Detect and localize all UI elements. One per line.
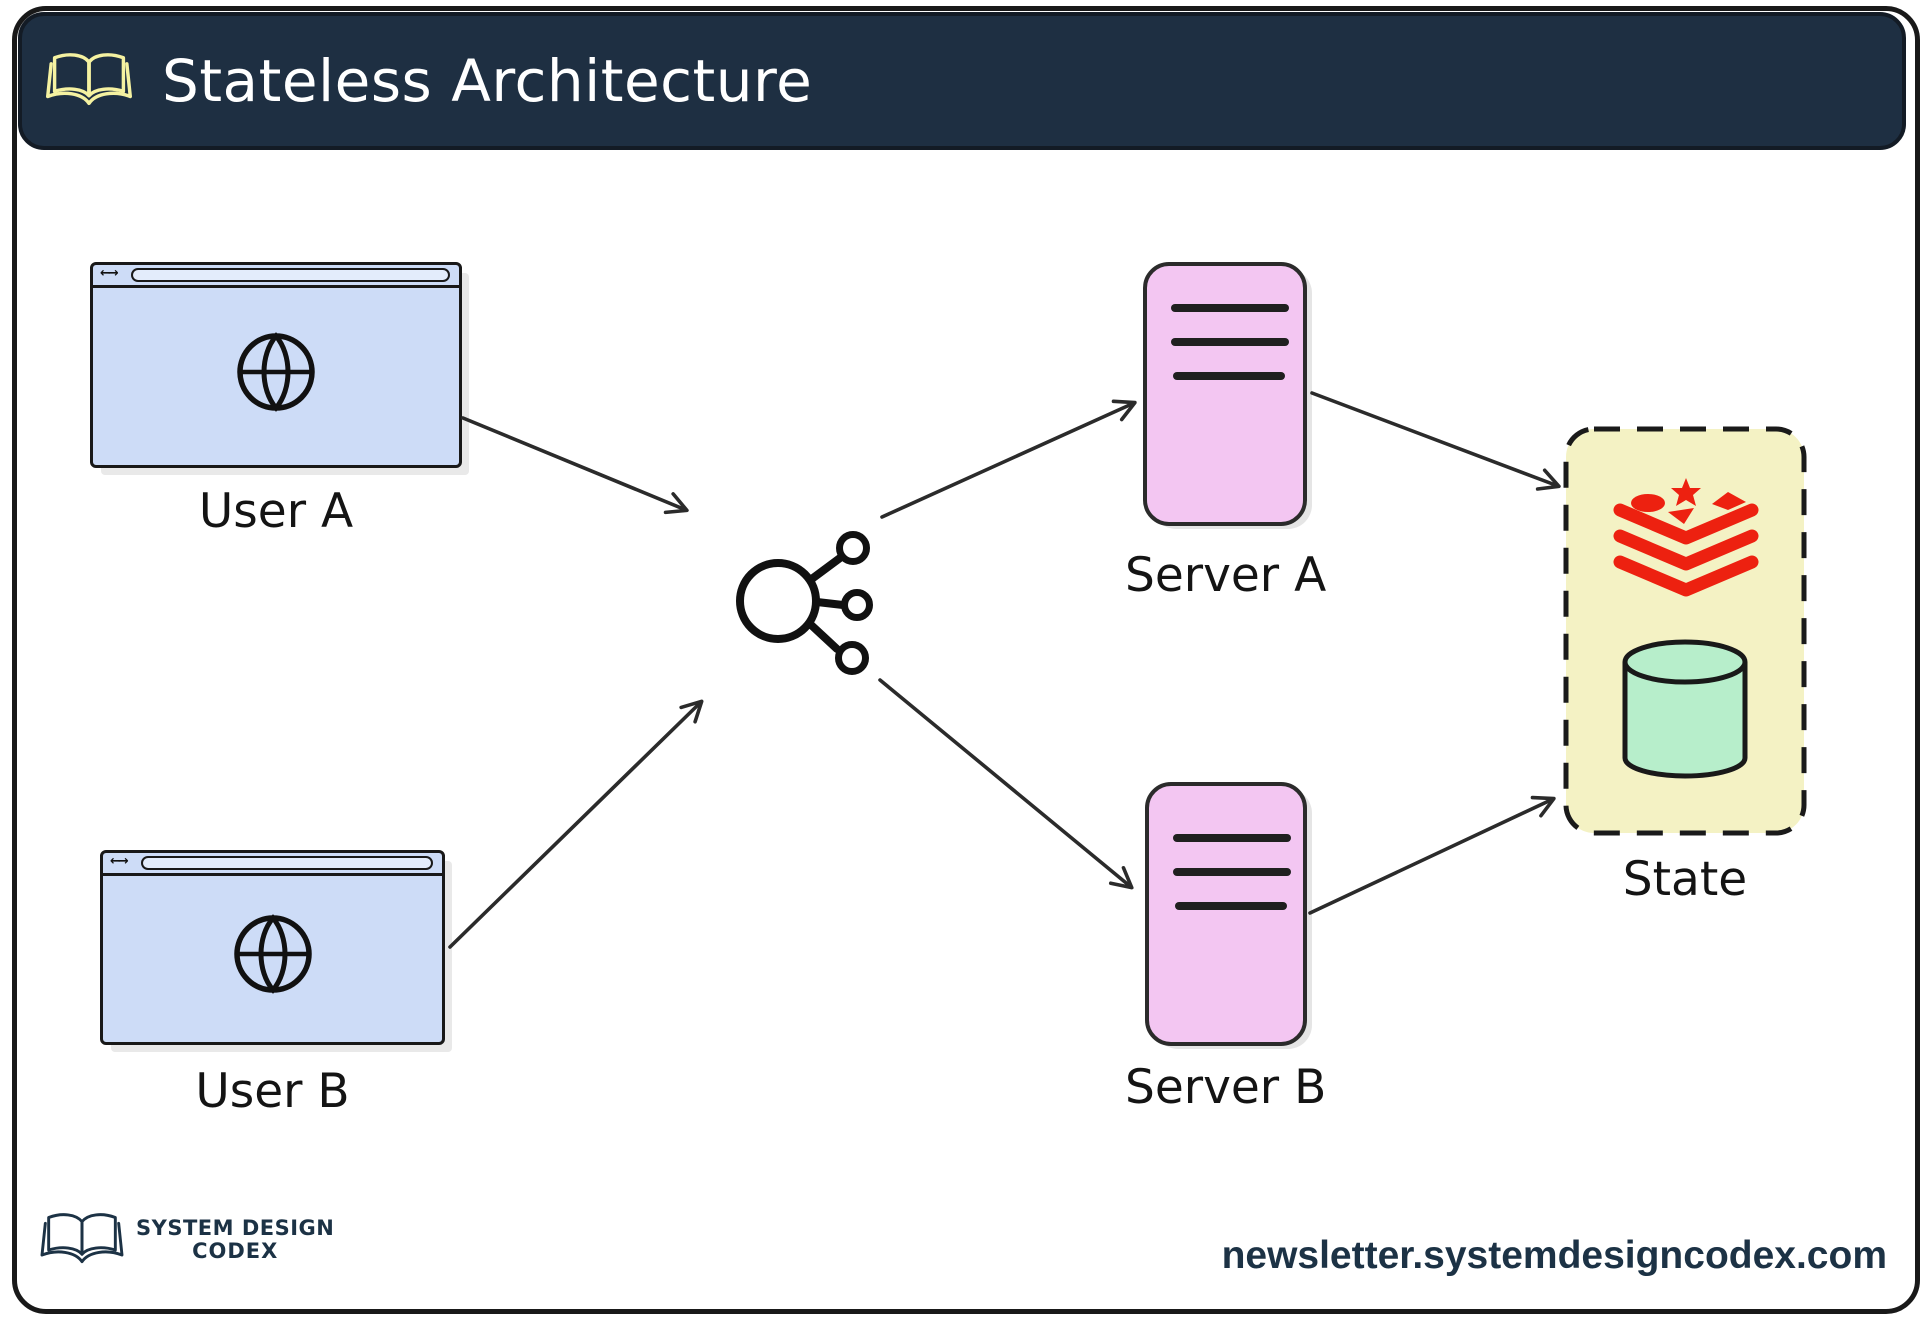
- server-slot-line: [1173, 834, 1291, 842]
- open-book-icon: [46, 53, 132, 106]
- user-a-label: User A: [198, 484, 354, 539]
- server-a-node: [1143, 262, 1307, 526]
- newsletter-url: newsletter.systemdesigncodex.com: [1221, 1234, 1887, 1277]
- browser-toolbar: ←→: [103, 853, 442, 876]
- load-balancer-icon: [736, 531, 873, 675]
- brand-line-2: CODEX: [192, 1239, 279, 1263]
- browser-url-bar: [131, 268, 450, 282]
- browser-toolbar: ←→: [93, 265, 459, 288]
- state-label: State: [1622, 852, 1748, 907]
- database-cylinder-icon: [1622, 639, 1748, 779]
- globe-icon: [233, 914, 312, 995]
- user-b-browser-window: ←→: [100, 850, 445, 1045]
- server-slot-line: [1171, 304, 1289, 312]
- header-bar: Stateless Architecture: [18, 12, 1906, 150]
- brand-line-1: SYSTEM DESIGN: [136, 1216, 335, 1241]
- open-book-icon: [40, 1213, 124, 1264]
- server-a-label: Server A: [1125, 548, 1327, 603]
- back-forward-arrows-icon: ←→: [100, 266, 119, 281]
- user-a-browser-window: ←→: [90, 262, 462, 468]
- user-b-label: User B: [195, 1064, 350, 1119]
- redis-icon: [1613, 478, 1759, 597]
- page-title: Stateless Architecture: [162, 47, 813, 115]
- globe-icon: [237, 332, 315, 412]
- server-slot-line: [1173, 868, 1291, 876]
- brand-logo: SYSTEM DESIGN CODEX: [40, 1210, 334, 1270]
- server-b-label: Server B: [1125, 1060, 1327, 1115]
- server-slot-line: [1175, 902, 1287, 910]
- back-forward-arrows-icon: ←→: [110, 854, 129, 869]
- server-b-node: [1145, 782, 1307, 1046]
- server-slot-line: [1171, 338, 1289, 346]
- brand-text: SYSTEM DESIGN CODEX: [136, 1217, 334, 1262]
- browser-url-bar: [141, 856, 433, 870]
- server-slot-line: [1173, 372, 1285, 380]
